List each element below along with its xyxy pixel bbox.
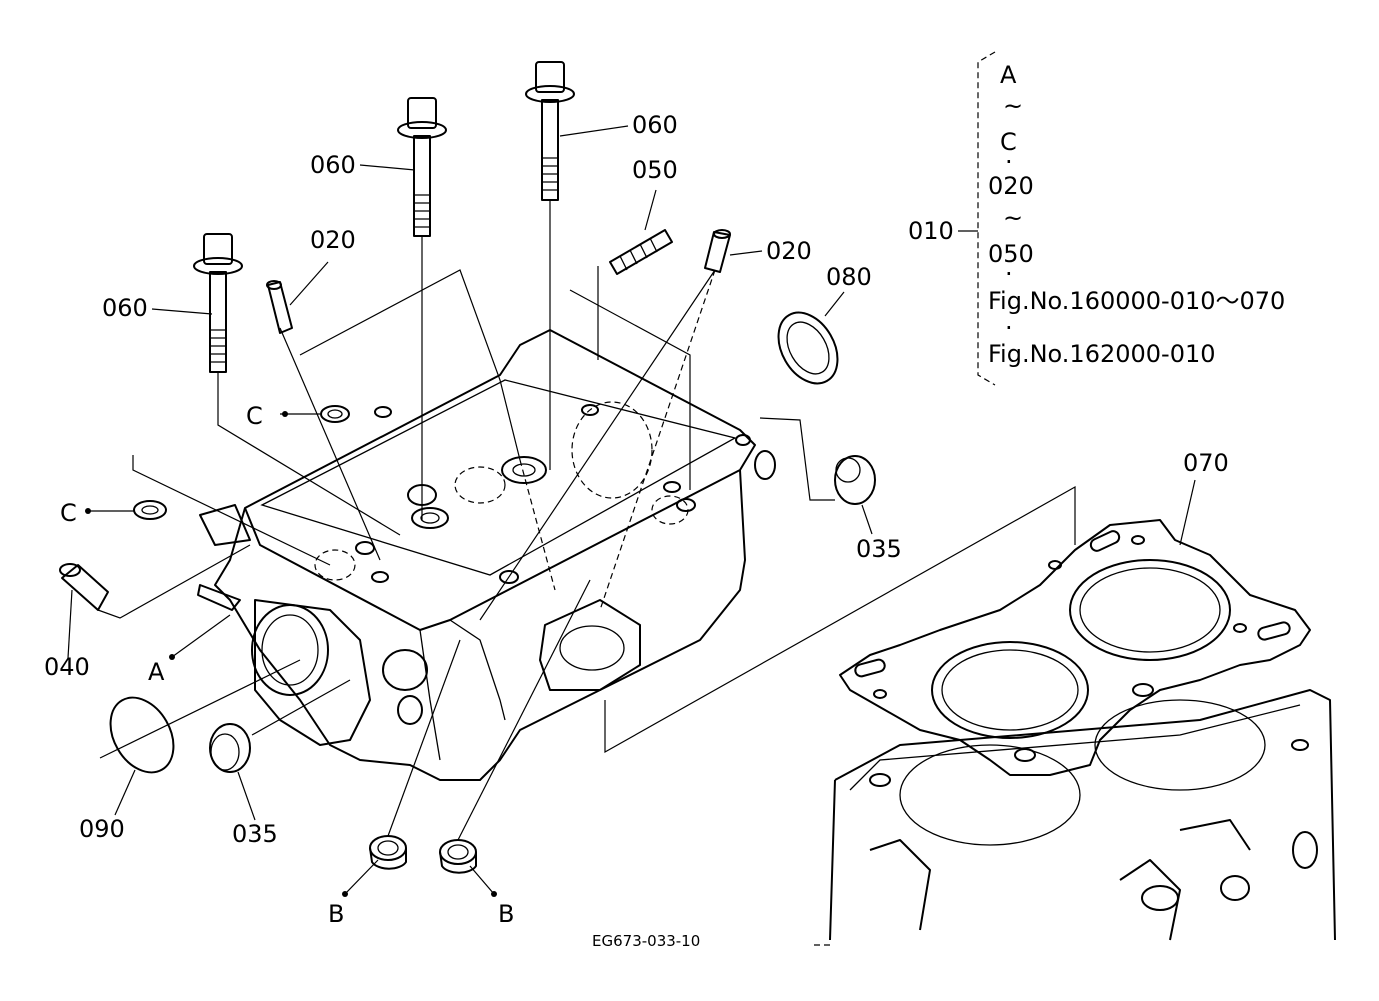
- callout-060-left: 060: [102, 294, 148, 322]
- ref-c-upper: C: [246, 402, 263, 430]
- callout-080: 080: [826, 263, 872, 291]
- ref-c-lower: C: [60, 499, 77, 527]
- note-line-3: C: [1000, 128, 1017, 156]
- pin-020-left: [266, 280, 293, 334]
- washer-c-lower: [133, 500, 167, 520]
- seal-080: [777, 311, 839, 385]
- note-line-9: Fig.No.160000-010～070: [988, 287, 1285, 315]
- note-bracket: [977, 51, 996, 386]
- note-line-2: ~: [1003, 92, 1023, 120]
- fitting-040: [59, 563, 109, 611]
- note-line-4: ·: [1005, 148, 1013, 176]
- figure-code: EG673-033-10: [592, 932, 700, 950]
- note-line-5: 020: [988, 172, 1034, 200]
- assembly-lines: [67, 125, 1196, 895]
- callout-010: 010: [908, 217, 954, 245]
- assembly-note: A ~ C · 020 ~ 050 · Fig.No.160000-010～07…: [988, 61, 1285, 368]
- plug-035-right: [834, 455, 876, 505]
- stud-050: [609, 229, 673, 275]
- callout-090: 090: [79, 815, 125, 843]
- note-line-10: ·: [1005, 314, 1013, 342]
- callout-035-right: 035: [856, 535, 902, 563]
- washer-c-upper: [320, 405, 350, 423]
- head-bolt-top: [525, 61, 575, 201]
- note-line-11: Fig.No.162000-010: [988, 340, 1216, 368]
- o-ring-090: [109, 696, 175, 774]
- callout-035-bottom: 035: [232, 820, 278, 848]
- head-bolt-left: [193, 233, 243, 373]
- ref-b-right: B: [498, 900, 514, 928]
- plug-035-bottom: [209, 723, 251, 773]
- reference-dots: [85, 411, 497, 897]
- head-bolt-mid: [397, 97, 447, 237]
- note-line-7: 050: [988, 240, 1034, 268]
- note-line-8: ·: [1005, 260, 1013, 288]
- callout-020-left: 020: [310, 226, 356, 254]
- callout-040: 040: [44, 653, 90, 681]
- pin-020-right: [704, 229, 731, 273]
- ref-a: A: [148, 658, 165, 686]
- note-line-6: ~: [1003, 204, 1023, 232]
- callout-060-top: 060: [632, 111, 678, 139]
- callout-060-mid: 060: [310, 151, 356, 179]
- callout-020-right: 020: [766, 237, 812, 265]
- cylinder-block: [812, 689, 1336, 946]
- callout-050: 050: [632, 156, 678, 184]
- head-gasket: [839, 519, 1311, 776]
- cylinder-head: [197, 329, 776, 781]
- ref-b-left: B: [328, 900, 344, 928]
- washer-b-left: [369, 835, 407, 870]
- callout-070: 070: [1183, 449, 1229, 477]
- note-line-1: A: [1000, 61, 1017, 89]
- washer-b-right: [439, 839, 477, 874]
